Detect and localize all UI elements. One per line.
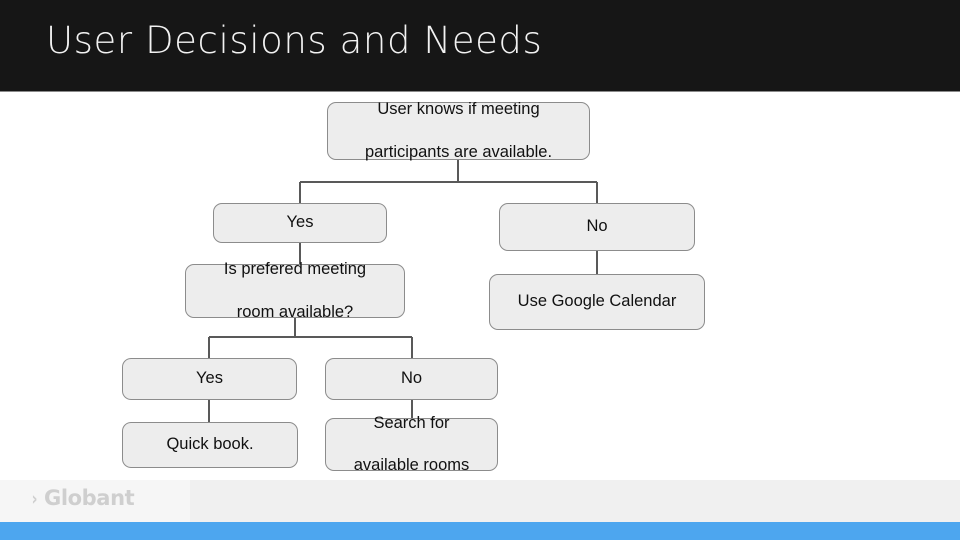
flow-node-search-rooms[interactable]: Search for available rooms xyxy=(325,414,498,474)
flow-node-room-question-line2: room available? xyxy=(236,302,354,321)
flow-node-search-rooms-text: Search for available rooms xyxy=(334,413,489,476)
flow-node-no-2-text: No xyxy=(400,369,423,388)
flow-node-root-line1: User knows if meeting xyxy=(377,100,540,119)
footer-accent-bar xyxy=(0,522,960,540)
flow-node-search-rooms-line1: Search for xyxy=(373,413,450,432)
flow-node-quick-book[interactable]: Quick book. xyxy=(122,422,298,468)
flow-node-root-text: User knows if meeting participants are av… xyxy=(336,99,581,162)
footer-band: › Globant xyxy=(0,480,960,522)
decision-flowchart: User knows if meeting participants are av… xyxy=(0,92,960,480)
chevron-right-icon: › xyxy=(31,487,38,510)
flow-node-root[interactable]: User knows if meeting participants are av… xyxy=(327,99,590,162)
flow-node-no-2[interactable]: No xyxy=(325,358,498,400)
globant-logo: › Globant xyxy=(30,486,135,510)
flow-node-yes-1[interactable]: Yes xyxy=(213,203,387,243)
flow-node-room-question-text: Is prefered meeting room available? xyxy=(194,259,396,322)
flow-node-no-1-text: No xyxy=(586,217,608,236)
flow-node-search-rooms-line2: available rooms xyxy=(353,456,470,475)
flow-node-room-question[interactable]: Is prefered meeting room available? xyxy=(185,260,405,321)
slide-header-bar: User Decisions and Needs xyxy=(0,0,960,92)
page-title: User Decisions and Needs xyxy=(46,19,543,62)
flow-node-root-line2: participants are available. xyxy=(364,142,553,161)
footer-band-highlight xyxy=(0,480,190,522)
flow-node-yes-2[interactable]: Yes xyxy=(122,358,297,400)
brand-name: Globant xyxy=(44,486,135,510)
flow-node-quick-book-text: Quick book. xyxy=(166,435,254,454)
flow-node-room-question-line1: Is prefered meeting xyxy=(223,260,367,279)
flow-node-use-google-calendar-text: Use Google Calendar xyxy=(517,292,677,311)
flow-node-use-google-calendar[interactable]: Use Google Calendar xyxy=(489,274,705,330)
flow-node-no-1[interactable]: No xyxy=(499,203,695,251)
flow-node-yes-2-text: Yes xyxy=(196,369,223,388)
flow-node-yes-1-text: Yes xyxy=(286,213,314,232)
